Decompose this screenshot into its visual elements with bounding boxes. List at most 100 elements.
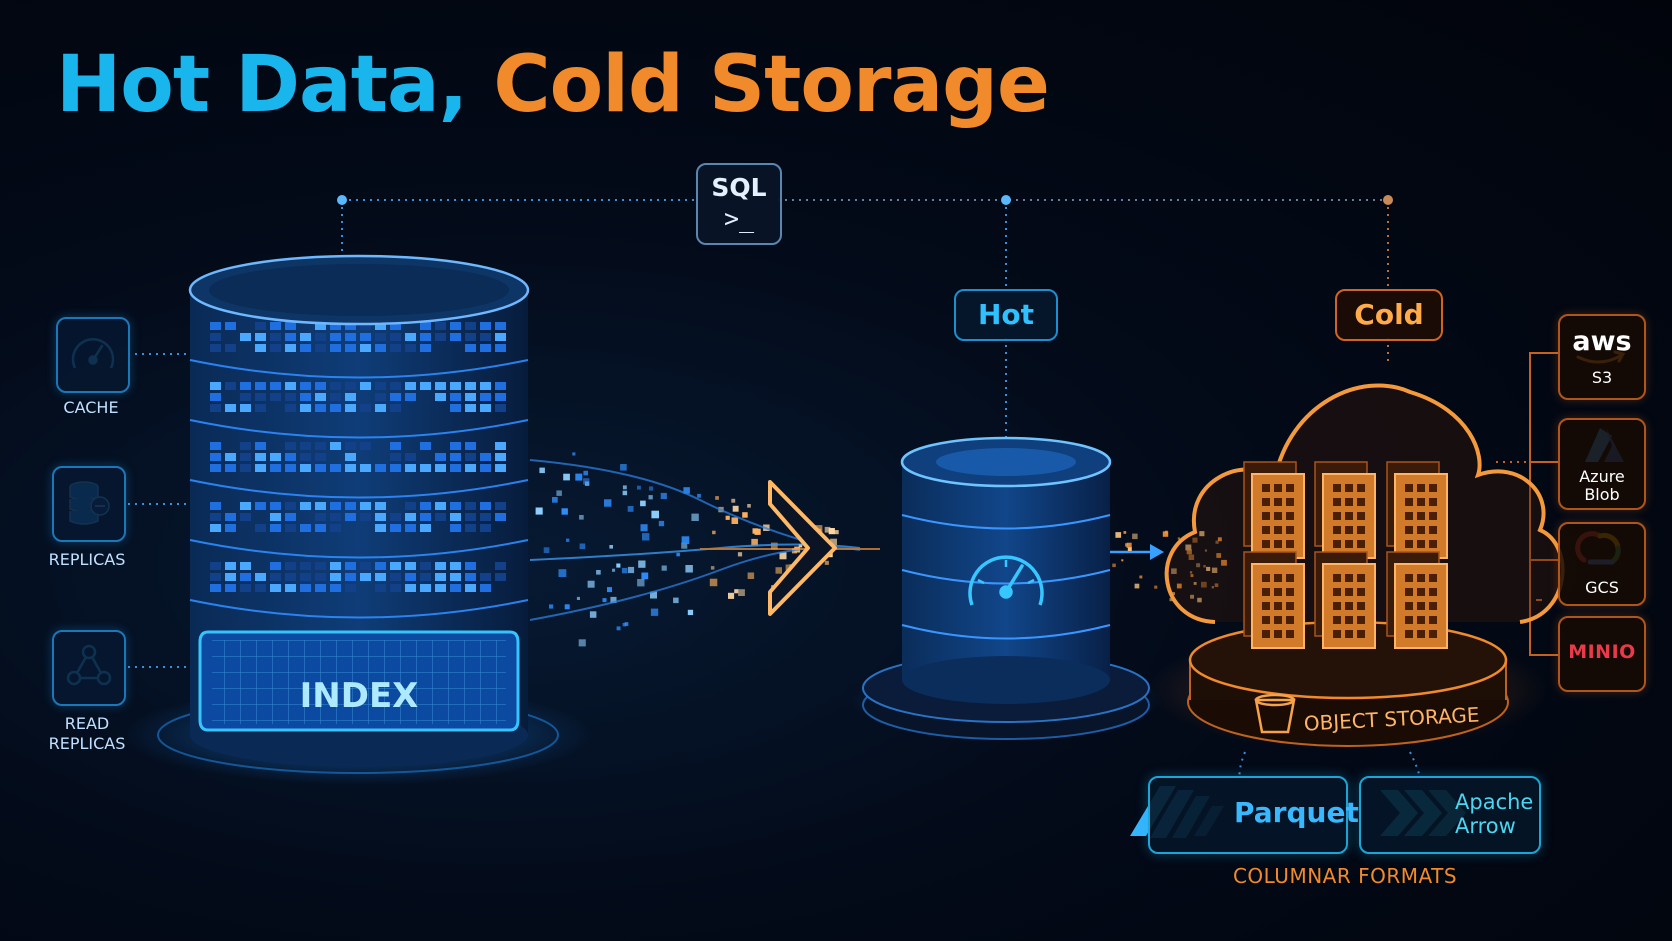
flow-particle [648,495,653,500]
flow-particle [697,493,701,498]
server-light [1405,484,1413,492]
data-block [360,562,371,570]
data-block [465,584,476,592]
flow-particle [612,568,616,572]
data-block [240,502,251,510]
data-block [255,573,266,581]
data-block [255,322,266,330]
data-block [360,344,371,352]
data-block [450,393,461,401]
data-block [450,453,461,461]
columnar-formats-caption: COLUMNAR FORMATS [1232,864,1458,888]
server-light [1333,602,1341,610]
data-block [420,322,431,330]
data-block [285,524,296,532]
flow-particle [1188,554,1195,560]
minio-logo-text: MINIO [1568,641,1636,663]
data-block [450,382,461,390]
server-light [1429,574,1437,582]
title-hot: Hot Data, [56,40,468,130]
flow-particle [616,626,621,631]
flow-particle [579,515,584,520]
server-light [1286,588,1294,596]
data-block [345,344,356,352]
data-block [270,393,281,401]
flow-particle [779,552,787,560]
server-light [1417,630,1425,638]
provider-aws-s3: aws S3 [1558,314,1646,400]
server-light [1429,540,1437,548]
data-block [390,453,401,461]
provider-azure-blob: Azure Blob [1558,418,1646,510]
data-block [210,513,221,521]
flow-arrow [768,480,837,616]
flow-particle [1185,544,1192,551]
flow-particle [1189,571,1193,574]
data-block [285,393,296,401]
data-block [375,562,386,570]
data-block [420,382,431,390]
data-block [420,584,431,592]
flow-particle [589,611,597,618]
data-block [405,382,416,390]
gauge-icon [968,555,1044,606]
data-block [210,344,221,352]
data-block [300,573,311,581]
server-light [1405,602,1413,610]
server-light [1357,602,1365,610]
flow-particle [751,538,758,546]
data-block [210,524,221,532]
aws-s3-label: S3 [1591,368,1613,387]
data-block [375,464,386,472]
flow-particle [579,543,586,550]
data-block [330,382,341,390]
connector-lines [128,199,1421,779]
flow-particle [1216,553,1222,558]
data-block [330,344,341,352]
server-light [1274,630,1282,638]
data-block [285,382,296,390]
data-block [450,404,461,412]
data-block [345,502,356,510]
data-block [225,573,236,581]
flow-particle [564,604,570,610]
data-block [240,442,251,450]
data-block [480,573,491,581]
data-block [315,344,326,352]
data-block [210,322,221,330]
data-block [375,524,386,532]
server-light [1417,540,1425,548]
data-block [300,442,311,450]
server-light [1262,540,1270,548]
flow-particle [1126,542,1132,548]
server-light [1429,588,1437,596]
parquet-format-box: Parquet [1148,776,1359,854]
data-block [435,453,446,461]
data-block [240,404,251,412]
flow-particle [1134,583,1140,589]
flow-particle [622,490,628,496]
data-block [390,322,401,330]
flow-particle [604,499,612,507]
server-light [1262,588,1270,596]
flow-particle [661,565,667,571]
data-block [420,464,431,472]
data-block [345,322,356,330]
data-block [210,442,221,450]
data-block [330,513,341,521]
data-block [345,513,356,521]
data-block [210,453,221,461]
data-block [285,513,296,521]
data-block [450,562,461,570]
data-block [225,584,236,592]
data-block [465,344,476,352]
data-block [450,442,461,450]
data-block [465,562,476,570]
data-block [345,382,356,390]
flow-particle [596,570,601,575]
data-block [360,573,371,581]
flow-particle [543,547,550,553]
data-block [360,322,371,330]
flow-particle [1217,537,1222,542]
data-block [330,573,341,581]
